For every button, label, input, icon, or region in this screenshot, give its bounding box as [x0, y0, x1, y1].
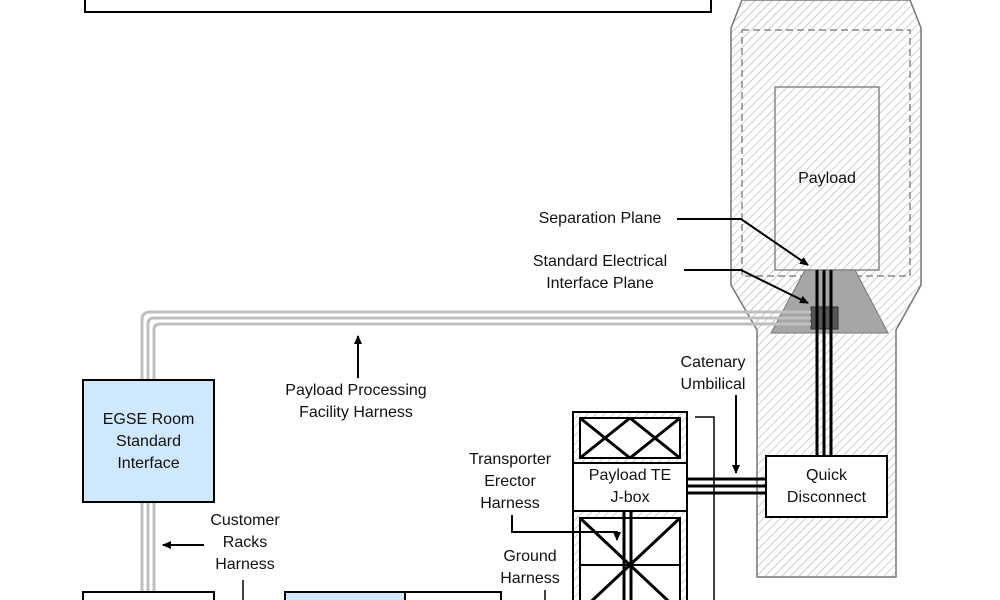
- transporter-erector-harness-label: Transporter Erector Harness: [468, 451, 552, 512]
- standard-electrical-interface-plane-label: Standard Electrical Interface Plane: [532, 253, 668, 292]
- payload-box: [774, 86, 880, 271]
- customer-racks-harness: [140, 502, 156, 592]
- top-box: [84, 0, 712, 13]
- quick-disconnect-label: Quick Disconnect: [786, 467, 867, 506]
- bottom-box-right: [404, 591, 502, 600]
- ppf-harness: [140, 310, 811, 380]
- egse-room-standard-interface-label: EGSE Room Standard Interface: [102, 411, 195, 472]
- quick-disconnect-box: [765, 455, 888, 518]
- separation-plane-label: Separation Plane: [538, 210, 662, 227]
- catenary-umbilical-label: Catenary Umbilical: [680, 354, 746, 393]
- bottom-box-blue: [284, 591, 406, 600]
- leader-arrows: [162, 218, 809, 549]
- customer-racks-harness-label: Customer Racks Harness: [210, 512, 280, 573]
- vertical-harness-lines: [815, 270, 833, 455]
- payload-label: Payload: [798, 170, 856, 187]
- payload-te-jbox-label: Payload TE J-box: [588, 467, 672, 506]
- payload-processing-facility-harness-label: Payload Processing Facility Harness: [285, 382, 427, 421]
- catenary-bracket: [695, 416, 715, 600]
- egse-box: [82, 379, 215, 503]
- ground-harness-label: Ground Harness: [500, 548, 560, 587]
- bottom-box-left: [82, 591, 215, 600]
- catenary-umbilical-lines: [687, 477, 766, 495]
